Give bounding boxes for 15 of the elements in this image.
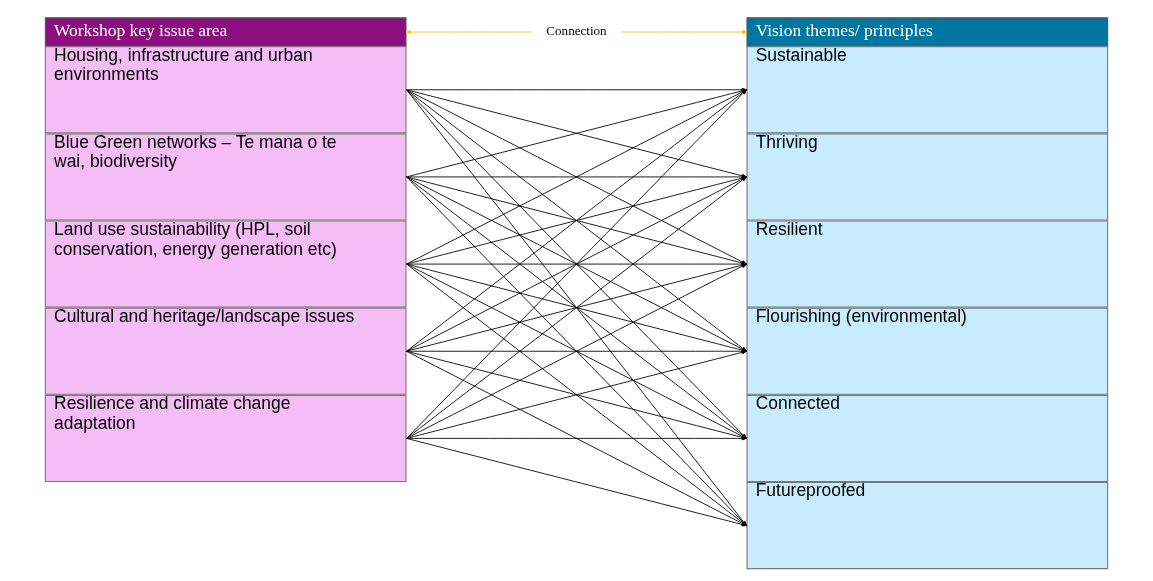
node-box: Sustainable xyxy=(746,46,1109,134)
node-box: Flourishing (environmental) xyxy=(746,307,1109,395)
node-box: Land use sustainability (HPL, soil conservation, energy generation etc) xyxy=(44,220,407,308)
node-box: Workshop key issue area xyxy=(44,17,407,47)
node-box: Blue Green networks – Te mana o te wai, biodiversity xyxy=(44,133,407,221)
arrow xyxy=(405,30,532,34)
node-box: Vision themes/ principles xyxy=(746,17,1109,47)
node-box: Thriving xyxy=(746,133,1109,221)
node-box: Futureproofed xyxy=(746,482,1109,570)
node-text: Connection xyxy=(546,23,607,39)
node-box: Resilience and climate change adaptation xyxy=(44,394,407,482)
node-box: Connected xyxy=(746,394,1109,482)
arrow xyxy=(621,30,748,34)
node-box: Cultural and heritage/landscape issues xyxy=(44,307,407,395)
node-box: Resilient xyxy=(746,220,1109,308)
